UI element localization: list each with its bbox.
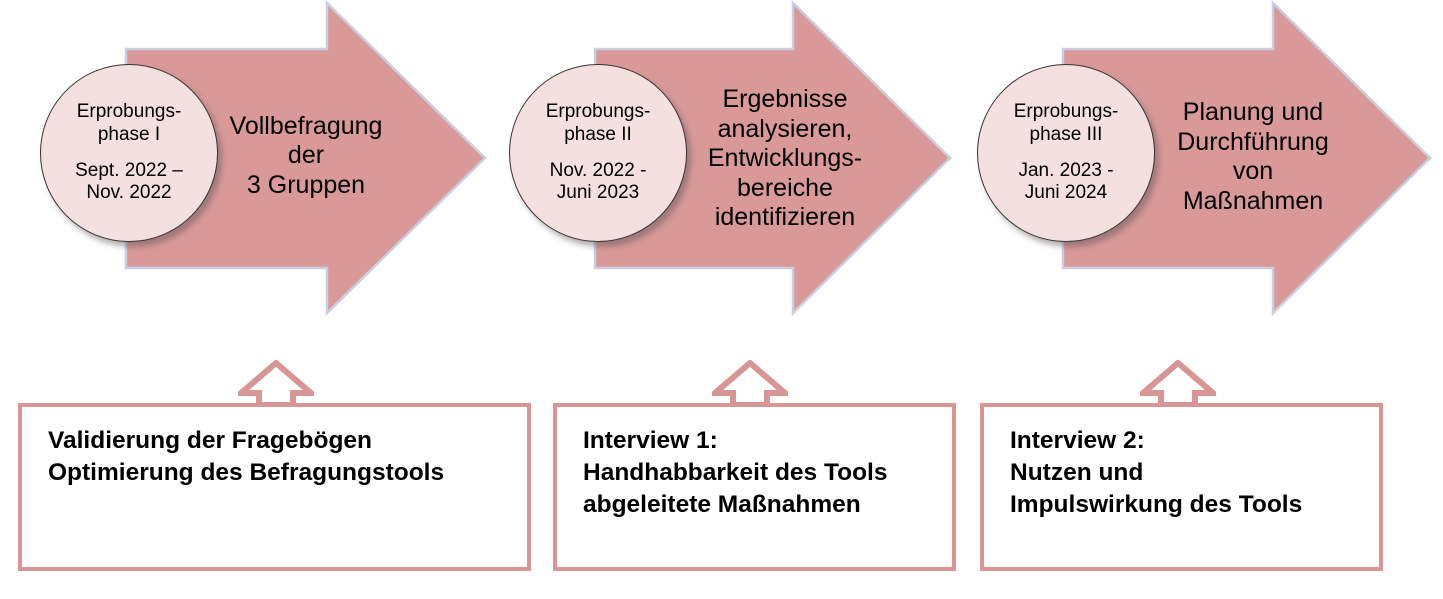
phase-arrow-3 [1061,0,1432,316]
note-box-2: Interview 1: Handhabbarkeit des Tools ab… [553,403,956,571]
note-box-3: Interview 2: Nutzen und Impulswirkung de… [980,403,1383,571]
phase-circle-name-3: Erprobungs- phase III [1013,100,1119,145]
connector-arrow-up-1 [238,360,314,408]
phase-circle-name-2: Erprobungs- phase II [545,100,651,145]
note-box-1: Validierung der Fragebögen Optimierung d… [18,403,531,571]
phase-circle-dates-3: Jan. 2023 - Juni 2024 [1018,159,1114,204]
connector-arrow-up-2 [712,360,788,408]
phase-arrow-2 [593,0,952,316]
phase-circle-dates-1: Sept. 2022 – Nov. 2022 [75,159,183,204]
phase-circle-2: Erprobungs- phase II Nov. 2022 - Juni 20… [509,64,687,242]
connector-arrow-up-3 [1140,360,1216,408]
phase-circle-dates-2: Nov. 2022 - Juni 2023 [549,159,647,204]
phase-arrow-label-1: Vollbefragung der 3 Gruppen [229,111,383,199]
phase-arrow-label-3: Planung und Durchführung von Maßnahmen [1177,98,1329,215]
phase-circle-name-1: Erprobungs- phase I [76,100,182,145]
arrow-shape-2 [593,0,952,316]
arrow-shape-3 [1061,0,1432,316]
arrow-shape-1 [124,0,487,316]
phase-arrow-label-2: Ergebnisse analysieren, Entwicklungs- be… [707,85,863,232]
phase-circle-1: Erprobungs- phase I Sept. 2022 – Nov. 20… [40,64,218,242]
phase-arrow-1 [124,0,487,316]
phase-circle-3: Erprobungs- phase III Jan. 2023 - Juni 2… [977,64,1155,242]
